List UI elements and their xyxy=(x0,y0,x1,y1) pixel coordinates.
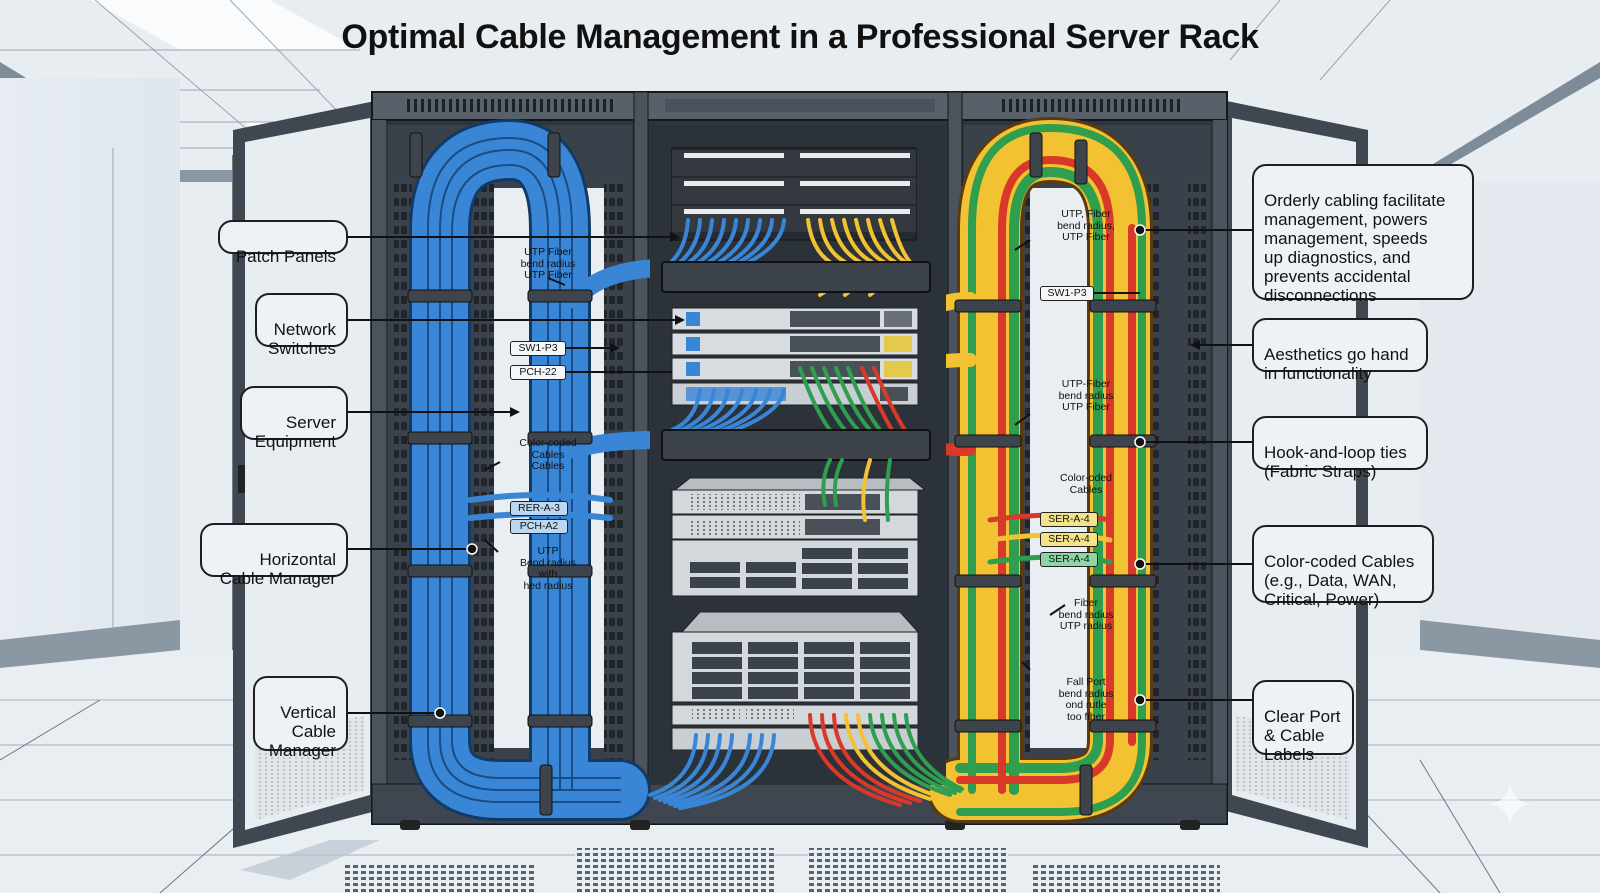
callout-text: Vertical Cable Manager xyxy=(268,703,336,760)
callout-text: Patch Panels xyxy=(235,247,336,266)
callout-network-switches: Network Switches xyxy=(255,293,348,358)
callout-text: Color-coded Cables (e.g., Data, WAN, Cri… xyxy=(1264,552,1415,609)
cable-tag-sw1-p3-right: SW1-P3 xyxy=(1040,286,1094,301)
blue-cable-bundle xyxy=(407,118,669,821)
multicolor-cable-bundle xyxy=(884,116,1157,823)
center-rack-equipment xyxy=(648,125,964,810)
note-bend-radius-left: UTP Bend radius with hed radius xyxy=(519,545,577,592)
cable-tag-ser-a-4-green: SER-A-4 xyxy=(1040,552,1098,567)
callout-vertical-cable-manager: Vertical Cable Manager xyxy=(253,676,348,760)
note-fall-port-right: Fall Port bend radius ond rutle too fibe… xyxy=(1058,676,1114,723)
cable-tag-ser-a-4-red: SER-A-4 xyxy=(1040,512,1098,527)
callout-text: Network Switches xyxy=(267,320,336,358)
patch-panel-stack xyxy=(671,147,917,241)
callout-text: Server Equipment xyxy=(254,413,336,451)
page-title: Optimal Cable Management in a Profession… xyxy=(341,18,1259,56)
note-utp-fiber-right-1: UTP, Fiber bend radius, UTP Fiber xyxy=(1057,208,1115,243)
note-utp-fiber-left: UTP Fiber bend radius UTP Fiber xyxy=(520,246,576,281)
callout-hook-and-loop-ties: Hook-and-loop ties (Fabric Straps) xyxy=(1252,416,1428,481)
callout-patch-panels: Patch Panels xyxy=(218,220,348,266)
callout-text: Horizontal Cable Manager xyxy=(219,550,336,588)
note-fiber-bend-right: Fiber bend radius UTP radius xyxy=(1058,597,1114,632)
server-unit-lower xyxy=(671,611,920,751)
callout-aesthetics: Aesthetics go hand in functionality xyxy=(1252,318,1428,383)
callout-text: Hook-and-loop ties (Fabric Straps) xyxy=(1264,443,1407,481)
sparkle-watermark-icon xyxy=(1488,782,1532,826)
note-color-coded-left: Color-coded Cables Cables xyxy=(519,437,577,472)
note-utp-fiber-right-2: UTP-Fiber bend radius UTP Fiber xyxy=(1058,378,1114,413)
cable-tag-pch-a2: PCH-A2 xyxy=(510,519,568,534)
callout-text: Orderly cabling facilitate management, p… xyxy=(1264,191,1446,305)
cable-tag-pch-22: PCH-22 xyxy=(510,365,566,380)
horizontal-cable-manager-top xyxy=(661,261,931,293)
callout-clear-labels: Clear Port & Cable Labels xyxy=(1252,680,1354,764)
cable-tag-sw1-p3-left: SW1-P3 xyxy=(510,341,566,356)
callout-text: Aesthetics go hand in functionality xyxy=(1264,345,1409,383)
callout-orderly-cabling: Orderly cabling facilitate management, p… xyxy=(1252,164,1474,305)
leader-lines xyxy=(348,229,1252,714)
leader-arrowheads xyxy=(510,232,1200,417)
callout-horizontal-cable-manager: Horizontal Cable Manager xyxy=(200,523,348,588)
leader-dots xyxy=(434,224,1146,719)
callout-text: Clear Port & Cable Labels xyxy=(1264,707,1341,764)
callout-server-equipment: Server Equipment xyxy=(240,386,348,451)
callout-color-coded-cables: Color-coded Cables (e.g., Data, WAN, Cri… xyxy=(1252,525,1434,609)
horizontal-cable-manager-middle xyxy=(661,429,931,461)
cable-tag-ser-a-4-yellow: SER-A-4 xyxy=(1040,532,1098,547)
network-switch-stack xyxy=(671,307,919,406)
cable-tag-rer-a-3: RER-A-3 xyxy=(510,501,568,516)
note-color-oded-right: Color-oded Cables xyxy=(1060,472,1112,496)
